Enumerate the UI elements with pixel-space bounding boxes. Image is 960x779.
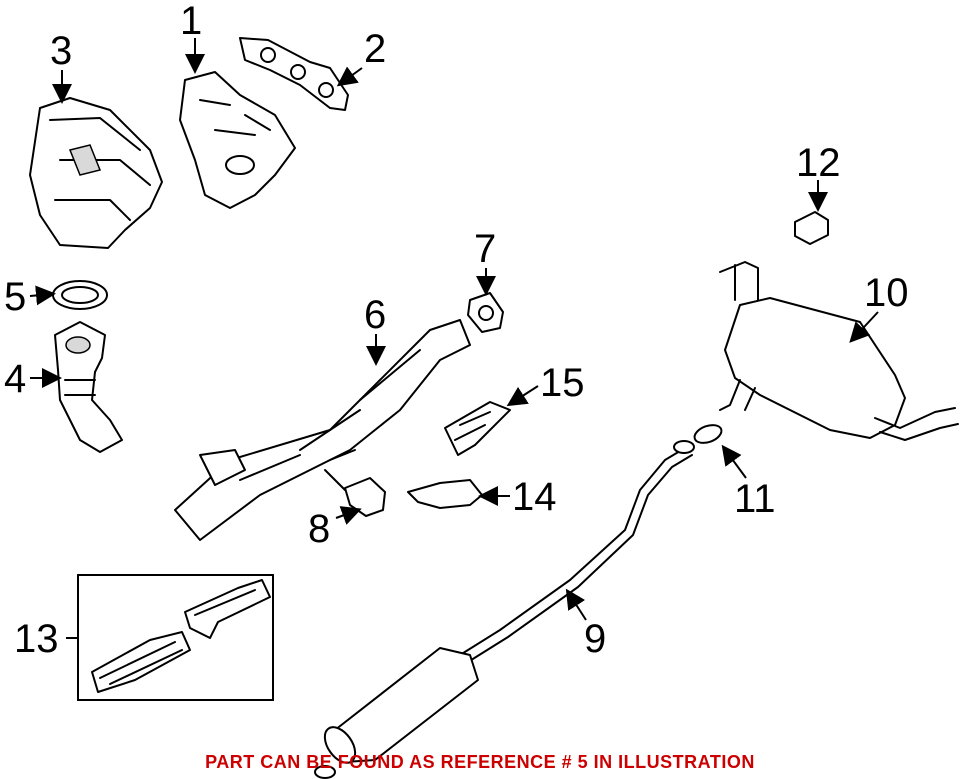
leader-10	[849, 311, 879, 343]
callout-15: 15	[540, 361, 585, 405]
part-4-catalytic-converter[interactable]	[54, 321, 123, 453]
part-12-rubber-mount[interactable]	[794, 211, 829, 245]
callout-5: 5	[4, 275, 26, 319]
callout-1: 1	[180, 0, 202, 43]
callout-3: 3	[50, 29, 72, 73]
part-15-heat-insulator[interactable]	[444, 401, 511, 456]
part-9-center-pipe[interactable]	[314, 440, 695, 779]
callout-13: 13	[14, 617, 59, 661]
leader-5	[29, 285, 56, 306]
callout-12: 12	[796, 141, 841, 185]
part-10-rear-muffler[interactable]	[719, 261, 959, 441]
callout-9: 9	[584, 617, 606, 661]
leader-2	[336, 66, 363, 87]
part-2-manifold-gasket[interactable]	[239, 37, 349, 111]
callout-11: 11	[734, 477, 776, 521]
part-7-flange-gasket[interactable]	[467, 292, 504, 333]
part-6-front-exhaust-pipe[interactable]	[174, 319, 471, 541]
part-13-insulator-kit[interactable]	[77, 574, 274, 701]
part-1-exhaust-manifold[interactable]	[179, 71, 296, 209]
part-5-gasket-ring[interactable]	[52, 280, 108, 310]
callout-7: 7	[474, 227, 496, 271]
callout-2: 2	[364, 27, 386, 71]
leader-9	[565, 588, 587, 621]
leader-11	[721, 444, 747, 479]
callout-14: 14	[512, 475, 557, 519]
part-3-heat-shield[interactable]	[29, 97, 163, 249]
callout-8: 8	[308, 507, 330, 551]
part-14-heat-plate[interactable]	[407, 479, 483, 509]
part-8-bracket[interactable]	[344, 477, 386, 517]
callout-10: 10	[864, 271, 909, 315]
leader-15	[506, 385, 539, 407]
leader-8	[335, 506, 362, 525]
reference-note: PART CAN BE FOUND AS REFERENCE # 5 IN IL…	[205, 752, 755, 772]
callout-4: 4	[4, 357, 26, 401]
callout-6: 6	[364, 293, 386, 337]
part-11-gasket[interactable]	[692, 422, 724, 447]
